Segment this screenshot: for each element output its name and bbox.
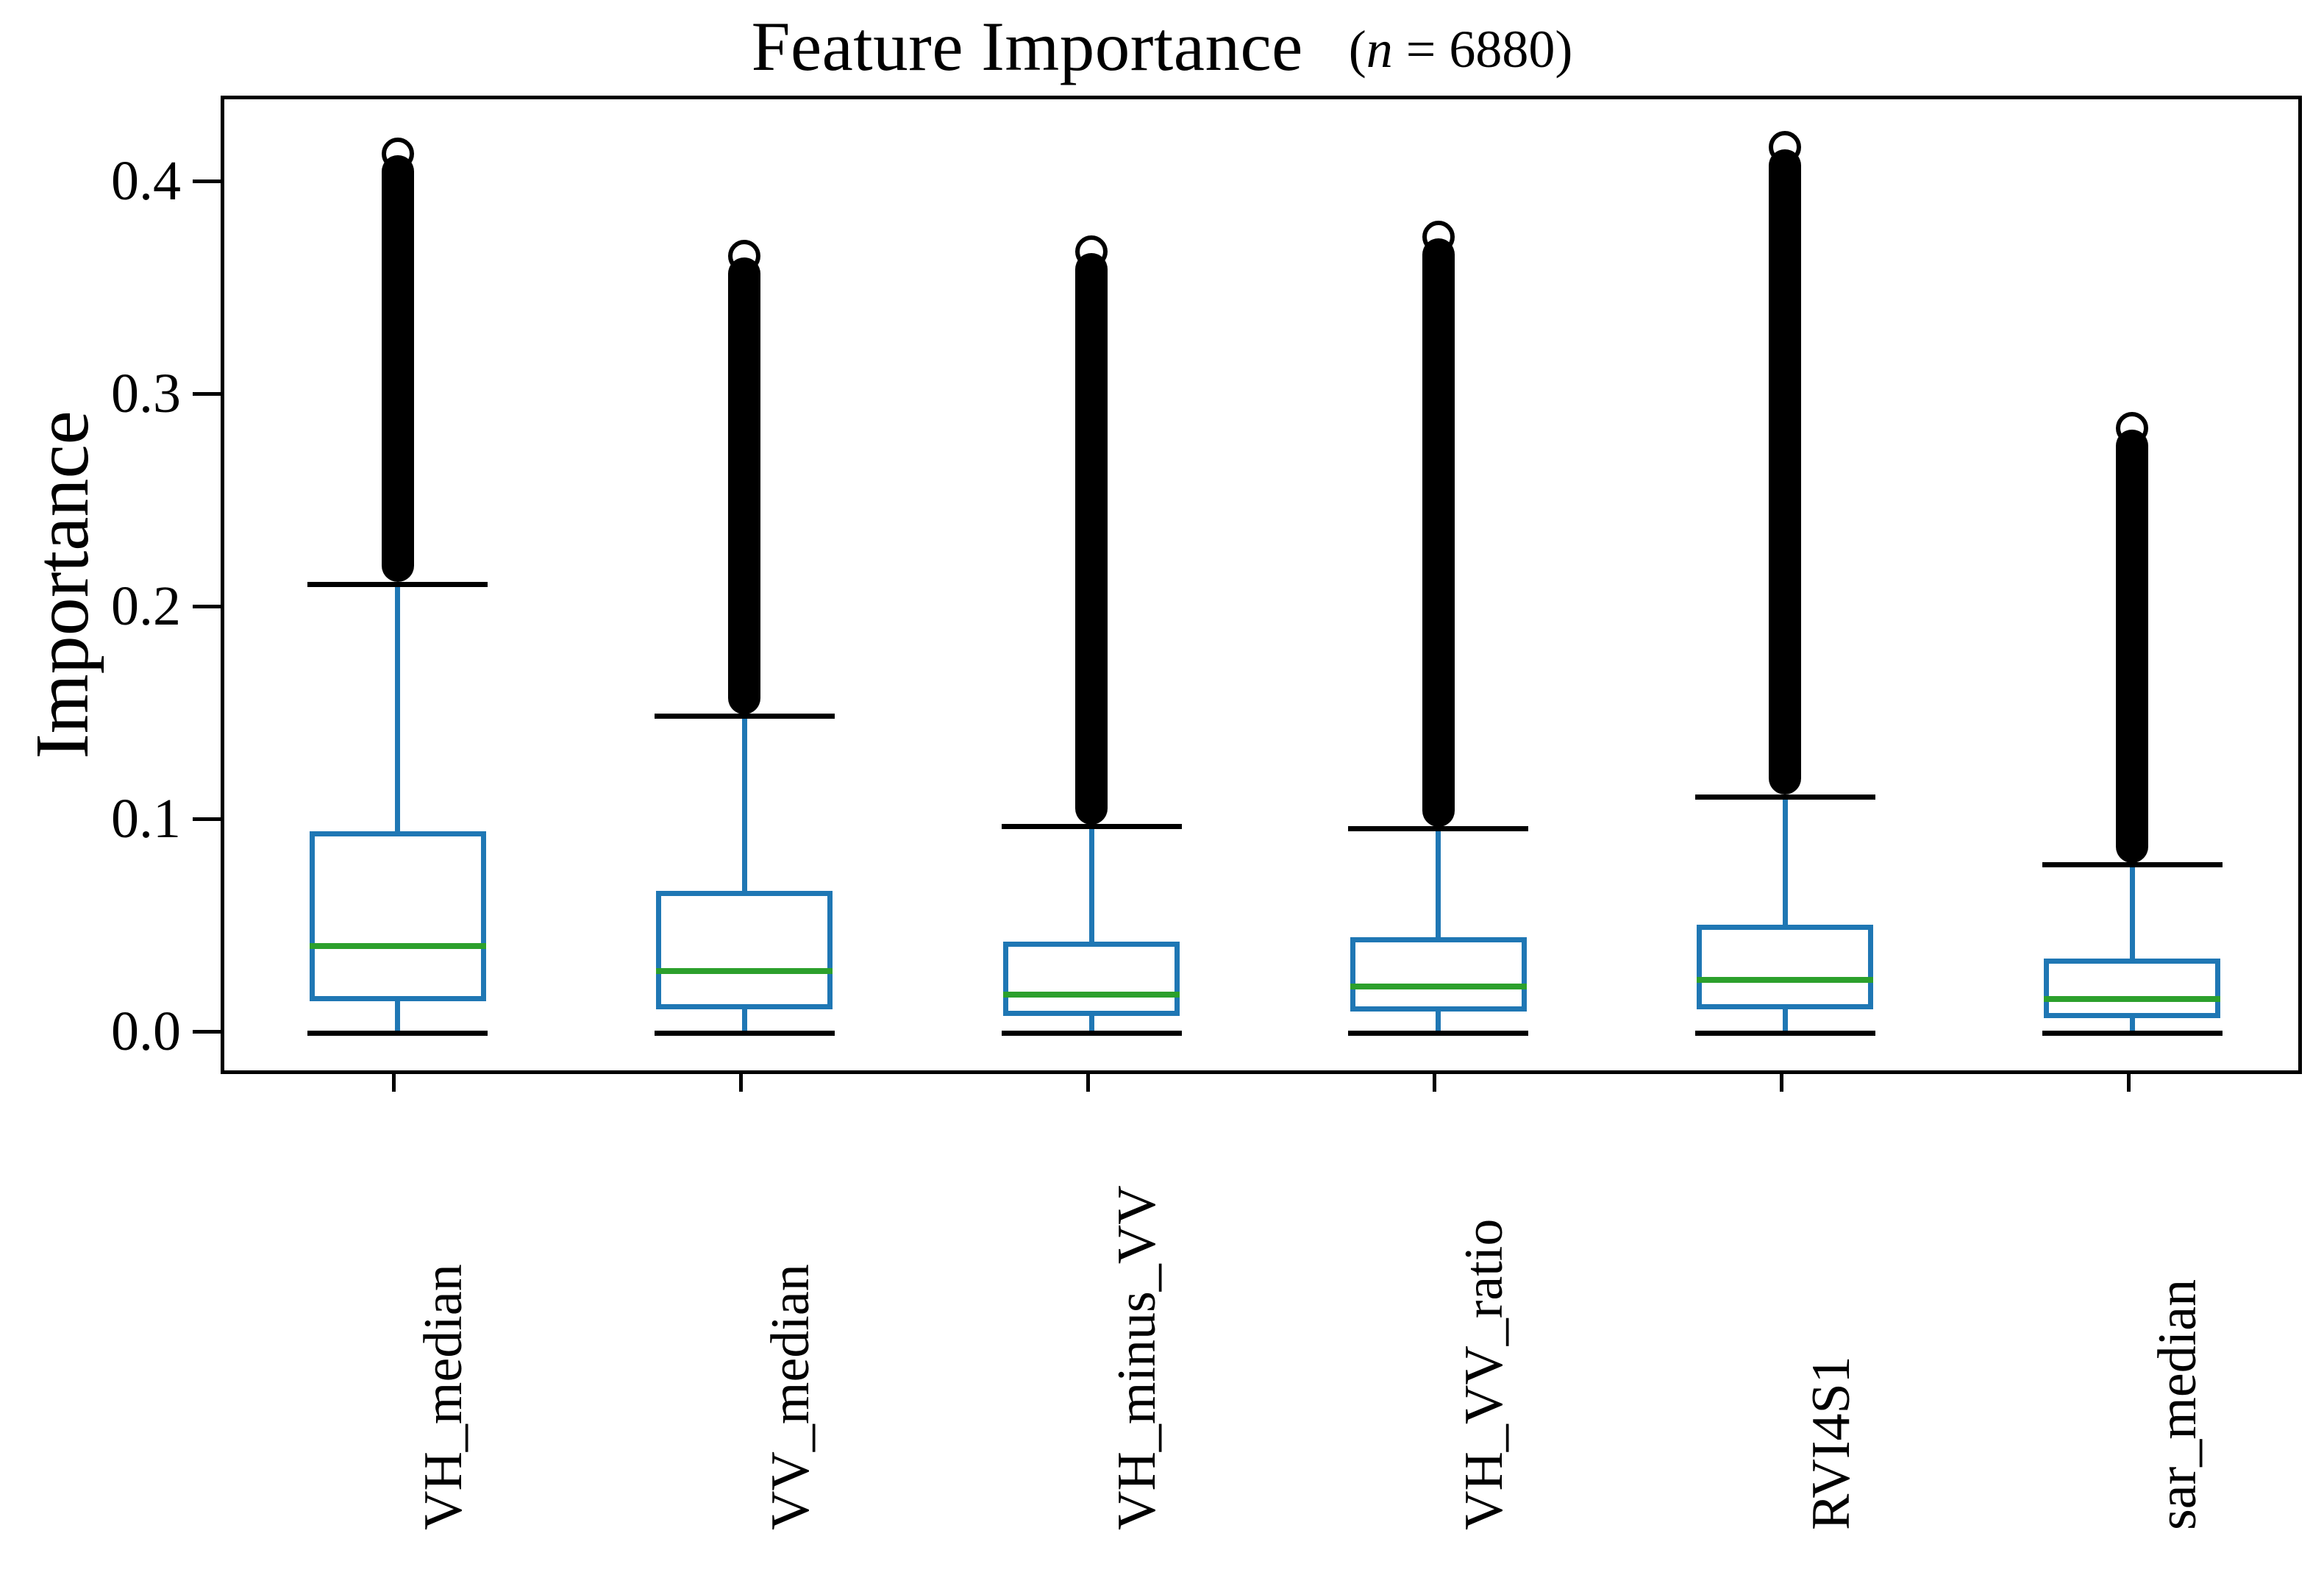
whisker-lower-stem: [395, 1000, 401, 1034]
x-axis-label-RVI4S1: RVI4S1: [1800, 1356, 1861, 1530]
plot-frame: [221, 96, 2302, 1074]
whisker-upper-cap: [654, 713, 835, 719]
y-axis-tick-label: 0.0: [111, 1000, 181, 1063]
median-line: [309, 942, 486, 949]
whisker-lower-cap: [307, 1030, 488, 1036]
whisker-lower-stem: [2129, 1018, 2135, 1034]
x-axis-label-sar_median: sar_median: [2147, 1279, 2209, 1530]
outlier-point: [2116, 639, 2149, 672]
y-axis-tick-label: 0.4: [111, 149, 181, 212]
box-plot-RVI4S1: [1612, 99, 1959, 1070]
whisker-lower-stem: [1782, 1009, 1788, 1034]
box-plot-VH_VV_ratio: [1265, 99, 1612, 1070]
box-plot-VH_median: [224, 99, 571, 1070]
y-axis-tick: [193, 391, 221, 396]
whisker-upper-stem: [395, 584, 401, 831]
y-axis-tick: [193, 604, 221, 608]
whisker-lower-stem: [741, 1009, 747, 1034]
outlier-point: [728, 469, 761, 502]
box-iqr: [309, 831, 486, 1001]
whisker-upper-stem: [741, 716, 747, 891]
y-axis-tick: [193, 1030, 221, 1034]
whisker-upper-cap: [1001, 824, 1182, 830]
x-axis-label-VV_median: VV_median: [760, 1264, 821, 1530]
box-iqr: [2044, 959, 2221, 1019]
x-axis-label-VH_median: VH_median: [413, 1264, 474, 1530]
whisker-upper-cap: [1694, 794, 1875, 800]
whisker-upper-cap: [307, 581, 488, 587]
outlier-point: [1422, 449, 1455, 483]
whisker-lower-cap: [2042, 1030, 2223, 1036]
x-axis-label-VH_VV_ratio: VH_VV_ratio: [1453, 1218, 1514, 1530]
y-axis-label-wrap: Importance: [20, 96, 104, 1074]
box-iqr: [656, 890, 833, 1010]
y-axis-tick-label: 0.3: [111, 362, 181, 424]
whisker-lower-cap: [1694, 1030, 1875, 1036]
x-axis-tick: [392, 1074, 396, 1092]
y-axis-tick-label: 0.1: [111, 788, 181, 850]
x-axis-tick: [2126, 1074, 2131, 1092]
x-axis-tick: [1086, 1074, 1090, 1092]
y-axis-label: Importance: [20, 410, 104, 759]
median-line: [656, 968, 833, 975]
whisker-lower-stem: [1088, 1016, 1094, 1034]
median-line: [1350, 983, 1527, 989]
y-axis-tick-label: 0.2: [111, 575, 181, 637]
box-plot-sar_median: [1958, 99, 2298, 1070]
whisker-lower-cap: [1348, 1030, 1529, 1036]
box-iqr: [1697, 924, 1874, 1010]
y-axis-tick: [193, 179, 221, 183]
sample-size-value: 6880: [1449, 20, 1555, 79]
whisker-lower-cap: [1001, 1030, 1182, 1036]
whisker-upper-stem: [1088, 826, 1094, 942]
whisker-upper-cap: [1348, 826, 1529, 832]
whisker-upper-stem: [2129, 864, 2135, 959]
whisker-lower-cap: [654, 1030, 835, 1036]
median-line: [1003, 992, 1180, 998]
outlier-point: [1075, 464, 1108, 497]
whisker-lower-stem: [1436, 1012, 1441, 1034]
page-title: Feature Importance: [751, 7, 1303, 85]
plot-area: [224, 99, 2298, 1070]
outlier-point: [1769, 360, 1802, 394]
box-iqr: [1003, 941, 1180, 1017]
box-iqr: [1350, 937, 1527, 1012]
x-axis-tick: [1433, 1074, 1437, 1092]
whisker-upper-cap: [2042, 862, 2223, 868]
box-plot-VH_minus_VV: [918, 99, 1265, 1070]
median-line: [1697, 977, 1874, 983]
whisker-upper-stem: [1782, 797, 1788, 925]
title-row: Feature Importance (n = 6880): [0, 6, 2324, 87]
sample-size-annotation: (n = 6880): [1348, 20, 1573, 79]
median-line: [2044, 996, 2221, 1003]
x-axis-label-VH_minus_VV: VH_minus_VV: [1107, 1185, 1168, 1530]
x-axis-tick: [1780, 1074, 1783, 1092]
y-axis-tick: [193, 817, 221, 822]
x-axis-tick: [739, 1074, 743, 1092]
box-plot-VV_median: [571, 99, 919, 1070]
outlier-point: [381, 361, 414, 394]
whisker-upper-stem: [1436, 828, 1441, 938]
